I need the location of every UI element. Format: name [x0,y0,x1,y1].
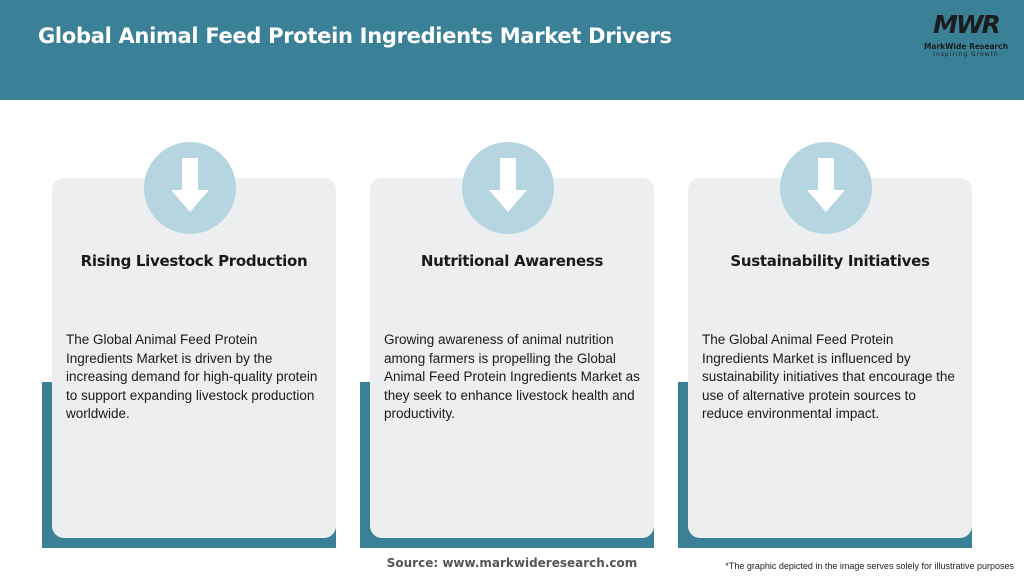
page-title: Global Animal Feed Protein Ingredients M… [38,24,672,48]
logo-name: MarkWide Research [923,42,1009,51]
card-title: Nutritional Awareness [420,252,604,270]
card-panel: Rising Livestock Production The Global A… [52,142,336,538]
logo-tagline: Inspiring Growth [933,51,999,58]
driver-card-3: Sustainability Initiatives The Global An… [678,142,982,548]
card-title: Rising Livestock Production [80,252,308,270]
down-arrow-icon [462,142,554,234]
markwide-logo: MWR MarkWide Research Inspiring Growth [920,8,1012,64]
logo-mark: MWR [933,10,1001,39]
card-description: Growing awareness of animal nutrition am… [384,332,640,421]
source-link[interactable]: Source: www.markwideresearch.com [386,556,638,570]
driver-card-1: Rising Livestock Production The Global A… [42,142,346,548]
card-description: The Global Animal Feed Protein Ingredien… [66,332,318,421]
down-arrow-icon [780,142,872,234]
header-banner: Global Animal Feed Protein Ingredients M… [0,0,1024,100]
card-description: The Global Animal Feed Protein Ingredien… [702,332,955,421]
down-arrow-icon [144,142,236,234]
disclaimer-note: *The graphic depicted in the image serve… [725,561,1014,571]
card-panel: Sustainability Initiatives The Global An… [688,142,972,538]
card-panel: Nutritional Awareness Growing awareness … [370,142,654,538]
driver-card-2: Nutritional Awareness Growing awareness … [360,142,664,548]
card-title: Sustainability Initiatives [730,252,930,270]
